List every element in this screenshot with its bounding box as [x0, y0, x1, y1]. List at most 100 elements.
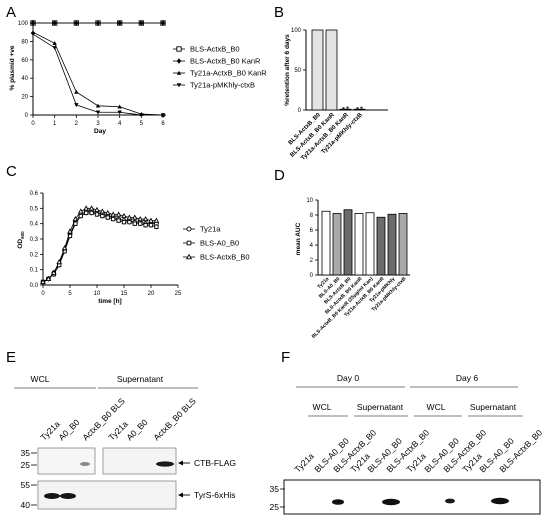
panel-a-ytick-label: 40: [21, 76, 28, 82]
panel-a-point: [74, 89, 79, 94]
panel-letter-f: F: [281, 349, 290, 366]
panel-a-point: [139, 113, 144, 118]
panel-f-blot: Day 0 Day 6 WCL Supernatant WCL Supernat…: [270, 373, 544, 515]
panel-c-point: [56, 258, 63, 265]
panel-e-arrowhead-ctb: [178, 460, 183, 466]
panel-e-band-sup-ctxb: [156, 461, 174, 467]
panel-letter-d: D: [274, 167, 285, 184]
panel-c-point: [45, 275, 52, 281]
panel-c-ytick-label: 0.2: [30, 252, 39, 258]
panel-e-arrowhead-tyrs: [178, 492, 183, 498]
panel-d-ytick-label: 6: [310, 228, 314, 234]
panel-f-wcl-day0: WCL: [313, 402, 332, 412]
panel-b-bar: [353, 108, 366, 111]
panel-a-point: [160, 113, 166, 118]
panel-d-ytick-label: 4: [310, 243, 314, 249]
panel-c-ytick-label: 0.6: [30, 191, 39, 197]
panel-f-marker-25: 25: [270, 502, 280, 512]
panel-b-ylabel: %retention after 6 days: [284, 34, 291, 106]
panel-c-series-line: [42, 210, 157, 283]
panel-b-ytick-label: 0: [298, 108, 302, 114]
panel-e-marker-55: 55: [21, 480, 31, 490]
panel-c-point: [110, 211, 117, 217]
panel-c-ytick-label: 0.4: [30, 222, 39, 228]
panel-f-day0: Day 0: [337, 373, 359, 383]
panel-c-point: [143, 223, 148, 228]
panel-letter-a: A: [6, 4, 16, 21]
panel-b-dot: [356, 107, 359, 110]
panel-a-ytick-label: 100: [18, 21, 29, 27]
panel-c-series-line: [42, 207, 157, 283]
panel-e-lane-label-sup: Ty21a: [106, 419, 130, 443]
panel-a-point: [52, 20, 57, 26]
panel-f-band-3: [445, 498, 455, 504]
panel-a-series-line: [32, 33, 163, 116]
panel-c-point: [72, 216, 79, 222]
panel-d-bar: [321, 210, 331, 276]
panel-a-ylabel: % plasmid +ve: [9, 45, 16, 90]
panel-a-ytick-label: 0: [25, 113, 29, 119]
panel-a-ytick-label: 20: [21, 95, 28, 101]
panel-c-point: [116, 218, 121, 223]
panel-a-point: [52, 46, 57, 51]
panel-e-label-ctb: CTB-FLAG: [194, 458, 236, 468]
panel-c-xlabel: time [h]: [98, 298, 121, 305]
panel-c-point: [61, 245, 68, 251]
panel-c-point: [115, 211, 122, 217]
panel-c-point: [40, 278, 46, 285]
panel-d-bar: [376, 216, 386, 276]
panel-a-legend-label: BLS-ActxB_B0: [190, 45, 240, 54]
panel-a-xtick-label: 1: [53, 121, 57, 127]
panel-c-point: [67, 228, 73, 234]
panel-c-xtick-label: 0: [41, 291, 45, 297]
panel-a-point: [52, 41, 57, 45]
panel-b-ytick-label: 100: [291, 28, 302, 34]
panel-d-bar: [343, 209, 353, 276]
panel-c-ylabel: OD600: [17, 231, 25, 249]
panel-d-bar: [332, 213, 342, 276]
panel-a-legend-marker: [176, 70, 182, 75]
panel-a-point: [139, 20, 144, 26]
panel-letter-c: C: [6, 163, 17, 180]
panel-c-point: [148, 223, 154, 228]
panel-c-point: [84, 210, 89, 216]
panel-b-ytick-label: 50: [294, 68, 301, 74]
panel-a-xtick-label: 4: [118, 121, 122, 127]
panel-c-point: [89, 210, 94, 216]
panel-c-point: [148, 217, 154, 223]
panel-c-point: [127, 220, 132, 225]
panel-f-lane-label: Ty21a: [292, 451, 316, 475]
panel-e-lane-label-sup: ActxB_B0 BLS: [151, 396, 198, 443]
panel-f-sup-day0: Supernatant: [357, 402, 404, 412]
panel-a-ytick-label: 80: [21, 39, 28, 45]
panel-c-legend-marker: [185, 253, 193, 260]
panel-d-ytick-label: 2: [310, 258, 314, 264]
panel-b-dot: [346, 106, 349, 109]
panel-a-point: [117, 20, 122, 26]
panel-c-series-line: [42, 212, 157, 283]
panel-a-legend-label: Ty21a-ActxB_B0 KanR: [190, 69, 267, 78]
panel-a-legend-label: Ty21a-pMKhly-ctxB: [190, 81, 255, 90]
panel-b-bar: [325, 29, 338, 111]
panel-c-point: [94, 212, 100, 217]
panel-b-dot: [342, 107, 345, 110]
panel-a-ytick-label: 60: [21, 58, 28, 64]
panel-a-xtick-label: 2: [75, 121, 79, 127]
panel-e-marker-40: 40: [21, 500, 31, 510]
panel-d-bar: [354, 213, 364, 276]
panel-a-point: [117, 104, 122, 109]
panel-e-marker-35: 35: [21, 448, 31, 458]
panel-a-point: [117, 110, 122, 115]
panel-e-lane-label-sup: A0_B0: [124, 417, 149, 442]
panel-d-bar: [398, 213, 408, 276]
panel-c-point: [105, 215, 110, 220]
panel-d-ytick-label: 10: [306, 198, 313, 204]
panel-c-point: [137, 216, 144, 222]
panel-c-point: [83, 205, 90, 211]
panel-a-xtick-label: 5: [140, 121, 144, 127]
panel-letter-e: E: [6, 349, 16, 366]
panel-e-marker-25: 25: [21, 460, 31, 470]
panel-a-xtick-label: 0: [31, 121, 35, 127]
